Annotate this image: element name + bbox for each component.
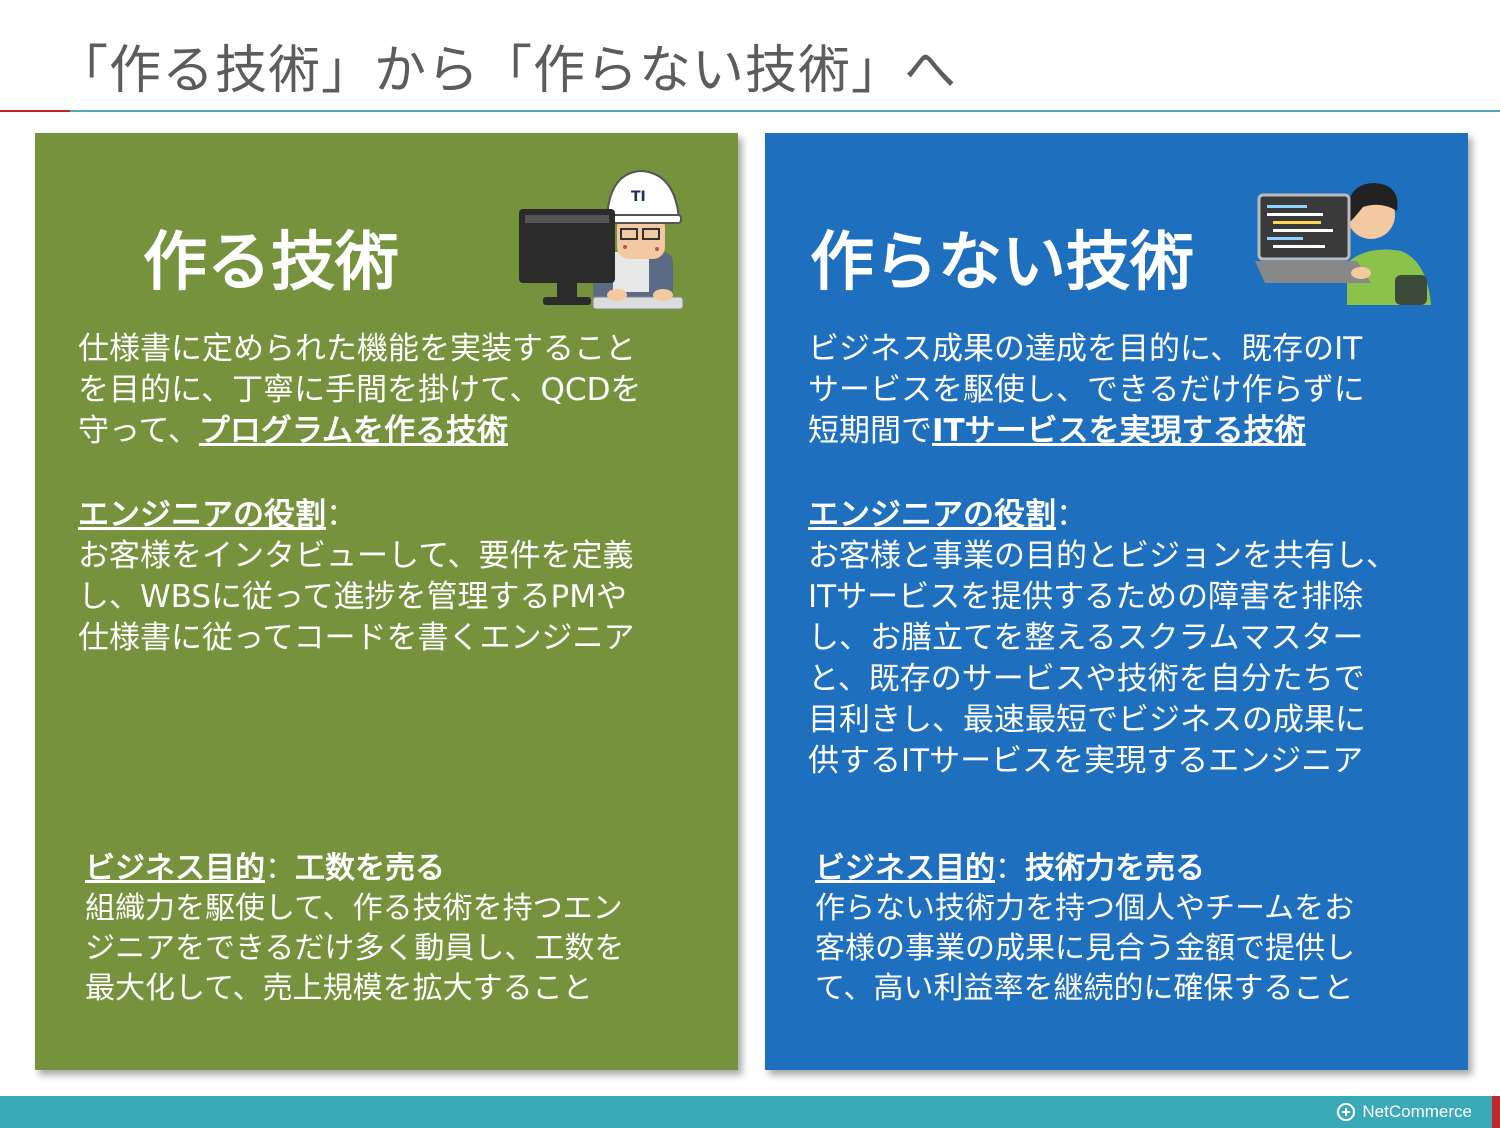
left-business-section: ビジネス目的：工数を売る 組織力を駆使して、作る技術を持つエン ジニアをできるだ…: [85, 849, 624, 1009]
title-rule-teal: [70, 110, 1500, 112]
left-role-label: エンジニアの役割: [78, 497, 326, 533]
tsukuru-gijutsu-panel: 作る技術 TI 仕様書に定められた機能を実装すること を目的に、丁寧に手間を掛け…: [35, 133, 738, 1070]
helmet-text: TI: [631, 189, 646, 205]
right-role-line2: ITサービスを提供するための障害を排除: [808, 579, 1364, 615]
left-biz-line1: 組織力を駆使して、作る技術を持つエン: [85, 891, 623, 926]
left-biz-line3: 最大化して、売上規模を拡大すること: [85, 971, 593, 1006]
left-biz-line2: ジニアをできるだけ多く動員し、工数を: [85, 931, 625, 966]
right-heading: 作らない技術: [810, 226, 1194, 300]
right-desc-line2: サービスを駆使し、できるだけ作らずに: [808, 372, 1365, 408]
title-rule-red: [0, 110, 70, 112]
right-desc-line1: ビジネス成果の達成を目的に、既存のIT: [808, 331, 1363, 367]
left-biz-label: ビジネス目的: [85, 851, 265, 886]
left-desc-line2: を目的に、丁寧に手間を掛けて、QCDを: [78, 372, 642, 408]
right-biz-colon: ：: [995, 851, 1025, 886]
left-role-line2: し、WBSに従って進捗を管理するPMや: [78, 579, 627, 615]
programmer-at-laptop-illustration: [1255, 183, 1431, 305]
left-desc-emphasis: プログラムを作る技術: [198, 413, 508, 449]
right-biz-line1: 作らない技術力を持つ個人やチームをお: [815, 891, 1355, 926]
right-role-line3: し、お膳立てを整えるスクラムマスター: [808, 620, 1364, 656]
right-role-colon: ：: [1056, 497, 1087, 533]
netcommerce-logo-icon: [1337, 1103, 1356, 1121]
right-description: ビジネス成果の達成を目的に、既存のIT サービスを駆使し、できるだけ作らずに 短…: [808, 329, 1365, 452]
left-heading: 作る技術: [143, 226, 399, 300]
right-biz-value: 技術力を売る: [1025, 851, 1205, 886]
right-role-label: エンジニアの役割: [808, 497, 1056, 533]
left-desc-line1: 仕様書に定められた機能を実装すること: [78, 331, 636, 367]
tsukuranai-gijutsu-panel: 作らない技術 ビジネス成果の達成を目的に、既存のIT サービスを駆使し、できるだ…: [765, 133, 1468, 1070]
right-biz-line3: て、高い利益率を継続的に確保すること: [815, 971, 1354, 1006]
footer-brand: NetCommerce: [1362, 1102, 1472, 1121]
left-role-line1: お客様をインタビューして、要件を定義: [78, 538, 634, 574]
footer-bar: [0, 1096, 1500, 1128]
footer-accent: [1492, 1096, 1500, 1128]
left-role-section: エンジニアの役割： お客様をインタビューして、要件を定義 し、WBSに従って進捗…: [78, 495, 634, 659]
right-biz-line2: 客様の事業の成果に見合う金額で提供し: [815, 931, 1355, 966]
left-biz-value: 工数を売る: [295, 851, 445, 886]
right-business-section: ビジネス目的：技術力を売る 作らない技術力を持つ個人やチームをお 客様の事業の成…: [815, 849, 1355, 1009]
left-desc-line3-pre: 守って、: [78, 413, 199, 449]
left-biz-colon: ：: [265, 851, 295, 886]
right-biz-label: ビジネス目的: [815, 851, 995, 886]
engineer-at-monitor-illustration: TI: [519, 169, 684, 310]
netcommerce-logo: NetCommerce: [1336, 1101, 1472, 1123]
right-role-line4: と、既存のサービスや技術を自分たちで: [808, 661, 1365, 697]
right-role-line1: お客様と事業の目的とビジョンを共有し、: [808, 538, 1397, 574]
page-title: 「作る技術」から「作らない技術」へ: [56, 41, 958, 101]
left-description: 仕様書に定められた機能を実装すること を目的に、丁寧に手間を掛けて、QCDを 守…: [78, 329, 641, 452]
right-desc-line3-pre: 短期間で: [808, 413, 932, 449]
right-desc-emphasis: ITサービスを実現する技術: [932, 413, 1306, 449]
left-role-colon: ：: [326, 497, 357, 533]
right-role-line5: 目利きし、最速最短でビジネスの成果に: [808, 702, 1366, 738]
right-role-line6: 供するITサービスを実現するエンジニア: [808, 743, 1364, 779]
left-role-line3: 仕様書に従ってコードを書くエンジニア: [78, 620, 635, 656]
right-role-section: エンジニアの役割： お客様と事業の目的とビジョンを共有し、 ITサービスを提供す…: [808, 495, 1397, 782]
